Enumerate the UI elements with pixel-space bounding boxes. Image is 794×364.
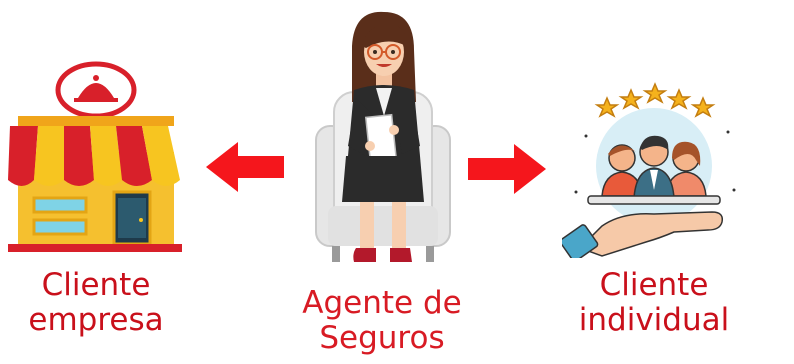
business-client-label: Cliente empresa [28,267,164,338]
business-client-panel [4,60,186,260]
arrow-left [206,142,286,192]
arrow-right-icon [468,144,546,194]
customers-on-hand-icon [562,82,736,258]
insurance-agent-label: Agente de Seguros [302,285,462,356]
individual-client-panel [562,62,746,258]
arrow-right [466,144,546,194]
arrow-left-icon [206,142,284,192]
insurance-agent-panel [308,6,458,270]
rating-stars [594,82,716,118]
insurance-agent-illustration [315,11,451,262]
individual-client-label: Cliente individual [578,267,730,338]
storefront-icon [8,61,182,252]
